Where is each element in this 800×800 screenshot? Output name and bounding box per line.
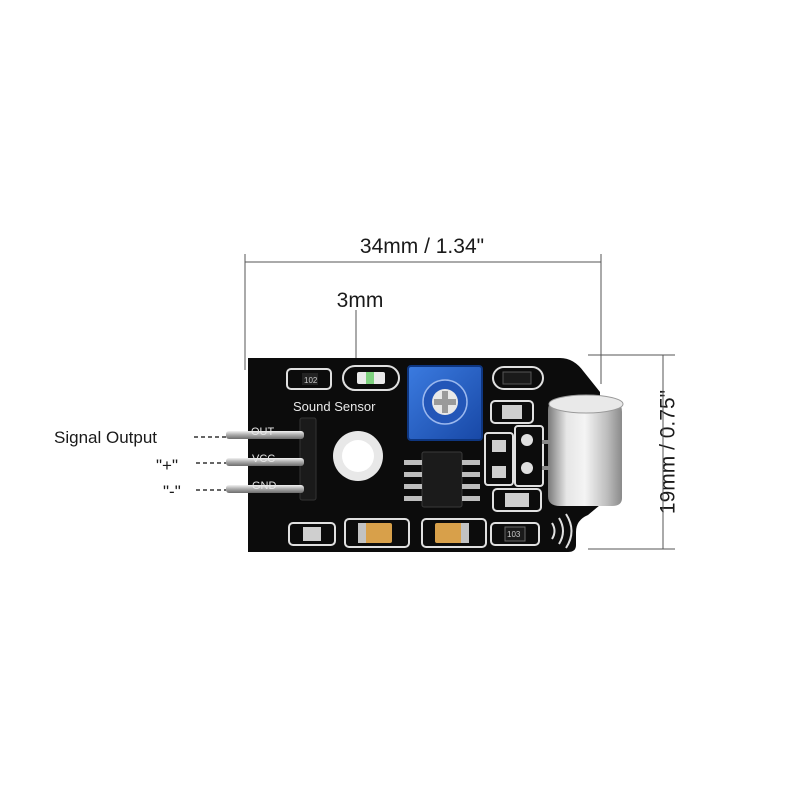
sound-wave-icon — [551, 513, 573, 549]
bottom-components: 103 — [288, 518, 540, 548]
width-dimension-label: 34mm / 1.34" — [359, 235, 485, 258]
svg-text:103: 103 — [507, 530, 521, 539]
right-components — [484, 400, 544, 512]
svg-text:102: 102 — [304, 376, 318, 385]
plus-pin-label: "+" — [156, 456, 178, 475]
top-components: 102 — [286, 365, 544, 391]
signal-output-label: Signal Output — [54, 428, 158, 447]
dimension-lines — [244, 254, 675, 550]
board-title-silkscreen: Sound Sensor — [293, 399, 376, 414]
pin-silkscreen: OUT VCC GND — [251, 426, 277, 492]
svg-text:OUT: OUT — [251, 426, 275, 438]
hole-dimension-label: 3mm — [336, 289, 384, 312]
minus-pin-label: "-" — [163, 482, 181, 501]
potentiometer — [407, 365, 483, 441]
svg-text:VCC: VCC — [252, 453, 275, 465]
header-pins — [226, 417, 317, 501]
ic-chip — [404, 451, 480, 508]
microphone — [542, 394, 624, 506]
mounting-hole — [333, 431, 383, 481]
svg-text:GND: GND — [252, 480, 277, 492]
pin-leader-lines — [194, 436, 226, 491]
